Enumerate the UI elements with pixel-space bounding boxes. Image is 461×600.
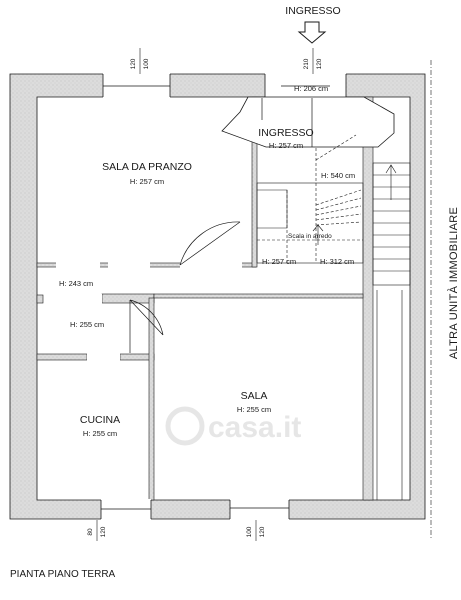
room-name-ingresso: INGRESSO: [258, 127, 313, 139]
room-name-sala-da-pranzo: SALA DA PRANZO: [102, 161, 192, 173]
dim-top-right-b: 120: [316, 58, 323, 69]
watermark: casa.it: [165, 406, 301, 446]
external-stair: [372, 162, 411, 500]
entrance-door-swing: [261, 98, 313, 147]
staircase: [256, 134, 364, 264]
door-swings: [129, 221, 241, 353]
entrance-label: INGRESSO: [285, 5, 340, 17]
entrance-arrow-icon: [297, 21, 327, 44]
height-corridor: H: 255 cm: [70, 320, 104, 329]
dim-top-left-a: 120: [130, 58, 137, 69]
side-label: ALTRA UNITÀ IMMOBILIARE: [447, 207, 460, 359]
openings: [52, 73, 346, 520]
height-stair-lower-left: H: 257 cm: [262, 257, 296, 266]
height-stair-lower-right: H: 312 cm: [320, 257, 354, 266]
dim-bottom-left-a: 80: [87, 528, 94, 536]
dimension-labels: 120 100 210 120 80 120 100 120: [87, 58, 323, 537]
dim-bottom-right-b: 120: [259, 526, 266, 537]
room-name-cucina: CUCINA: [80, 414, 120, 426]
dim-bottom-left-b: 120: [100, 526, 107, 537]
entrance-hall-outline: [221, 96, 395, 148]
dim-top-left-b: 100: [143, 58, 150, 69]
dim-bottom-right-a: 100: [246, 526, 253, 537]
room-height-sala: H: 255 cm: [237, 405, 271, 414]
door-frames: [100, 74, 347, 519]
height-passage: H: 243 cm: [59, 279, 93, 288]
height-stair-upper: H: 540 cm: [321, 171, 355, 180]
stair-note: Scala in arredo: [288, 233, 332, 240]
room-height-cucina: H: 255 cm: [83, 429, 117, 438]
dimension-lines: [96, 48, 432, 541]
height-top-door: H: 206 cm: [294, 84, 328, 93]
room-height-ingresso: H: 257 cm: [269, 141, 303, 150]
watermark-text: casa.it: [208, 411, 301, 444]
dim-top-right-a: 210: [303, 58, 310, 69]
room-height-sala-da-pranzo: H: 257 cm: [130, 177, 164, 186]
plan-title: PIANTA PIANO TERRA: [10, 569, 116, 580]
room-name-sala: SALA: [241, 390, 268, 402]
